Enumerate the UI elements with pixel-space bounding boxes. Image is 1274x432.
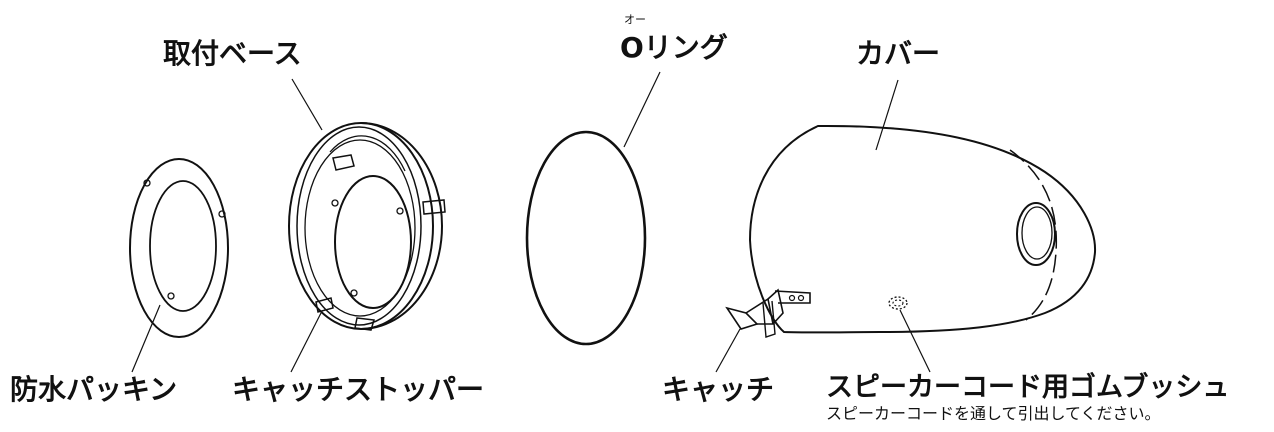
label-catch-stopper: キャッチストッパー — [232, 376, 484, 404]
label-speaker-bushing-note: スピーカーコードを通して引出してください。 — [826, 406, 1161, 422]
label-o-ring: Oリング — [620, 34, 728, 62]
label-cover: カバー — [856, 40, 940, 68]
label-speaker-bushing: スピーカーコード用ゴムブッシュ — [826, 374, 1229, 401]
cover-part — [750, 126, 1095, 332]
waterproof-packing-part — [130, 159, 228, 337]
label-o-ring-reading: オー — [624, 14, 646, 25]
label-waterproof-packing: 防水パッキン — [10, 376, 177, 404]
label-mounting-base: 取付ベース — [163, 40, 302, 68]
mounting-base-part — [289, 123, 445, 330]
leader-lines — [132, 72, 930, 372]
label-catch: キャッチ — [662, 376, 774, 404]
o-ring-part — [527, 132, 645, 344]
